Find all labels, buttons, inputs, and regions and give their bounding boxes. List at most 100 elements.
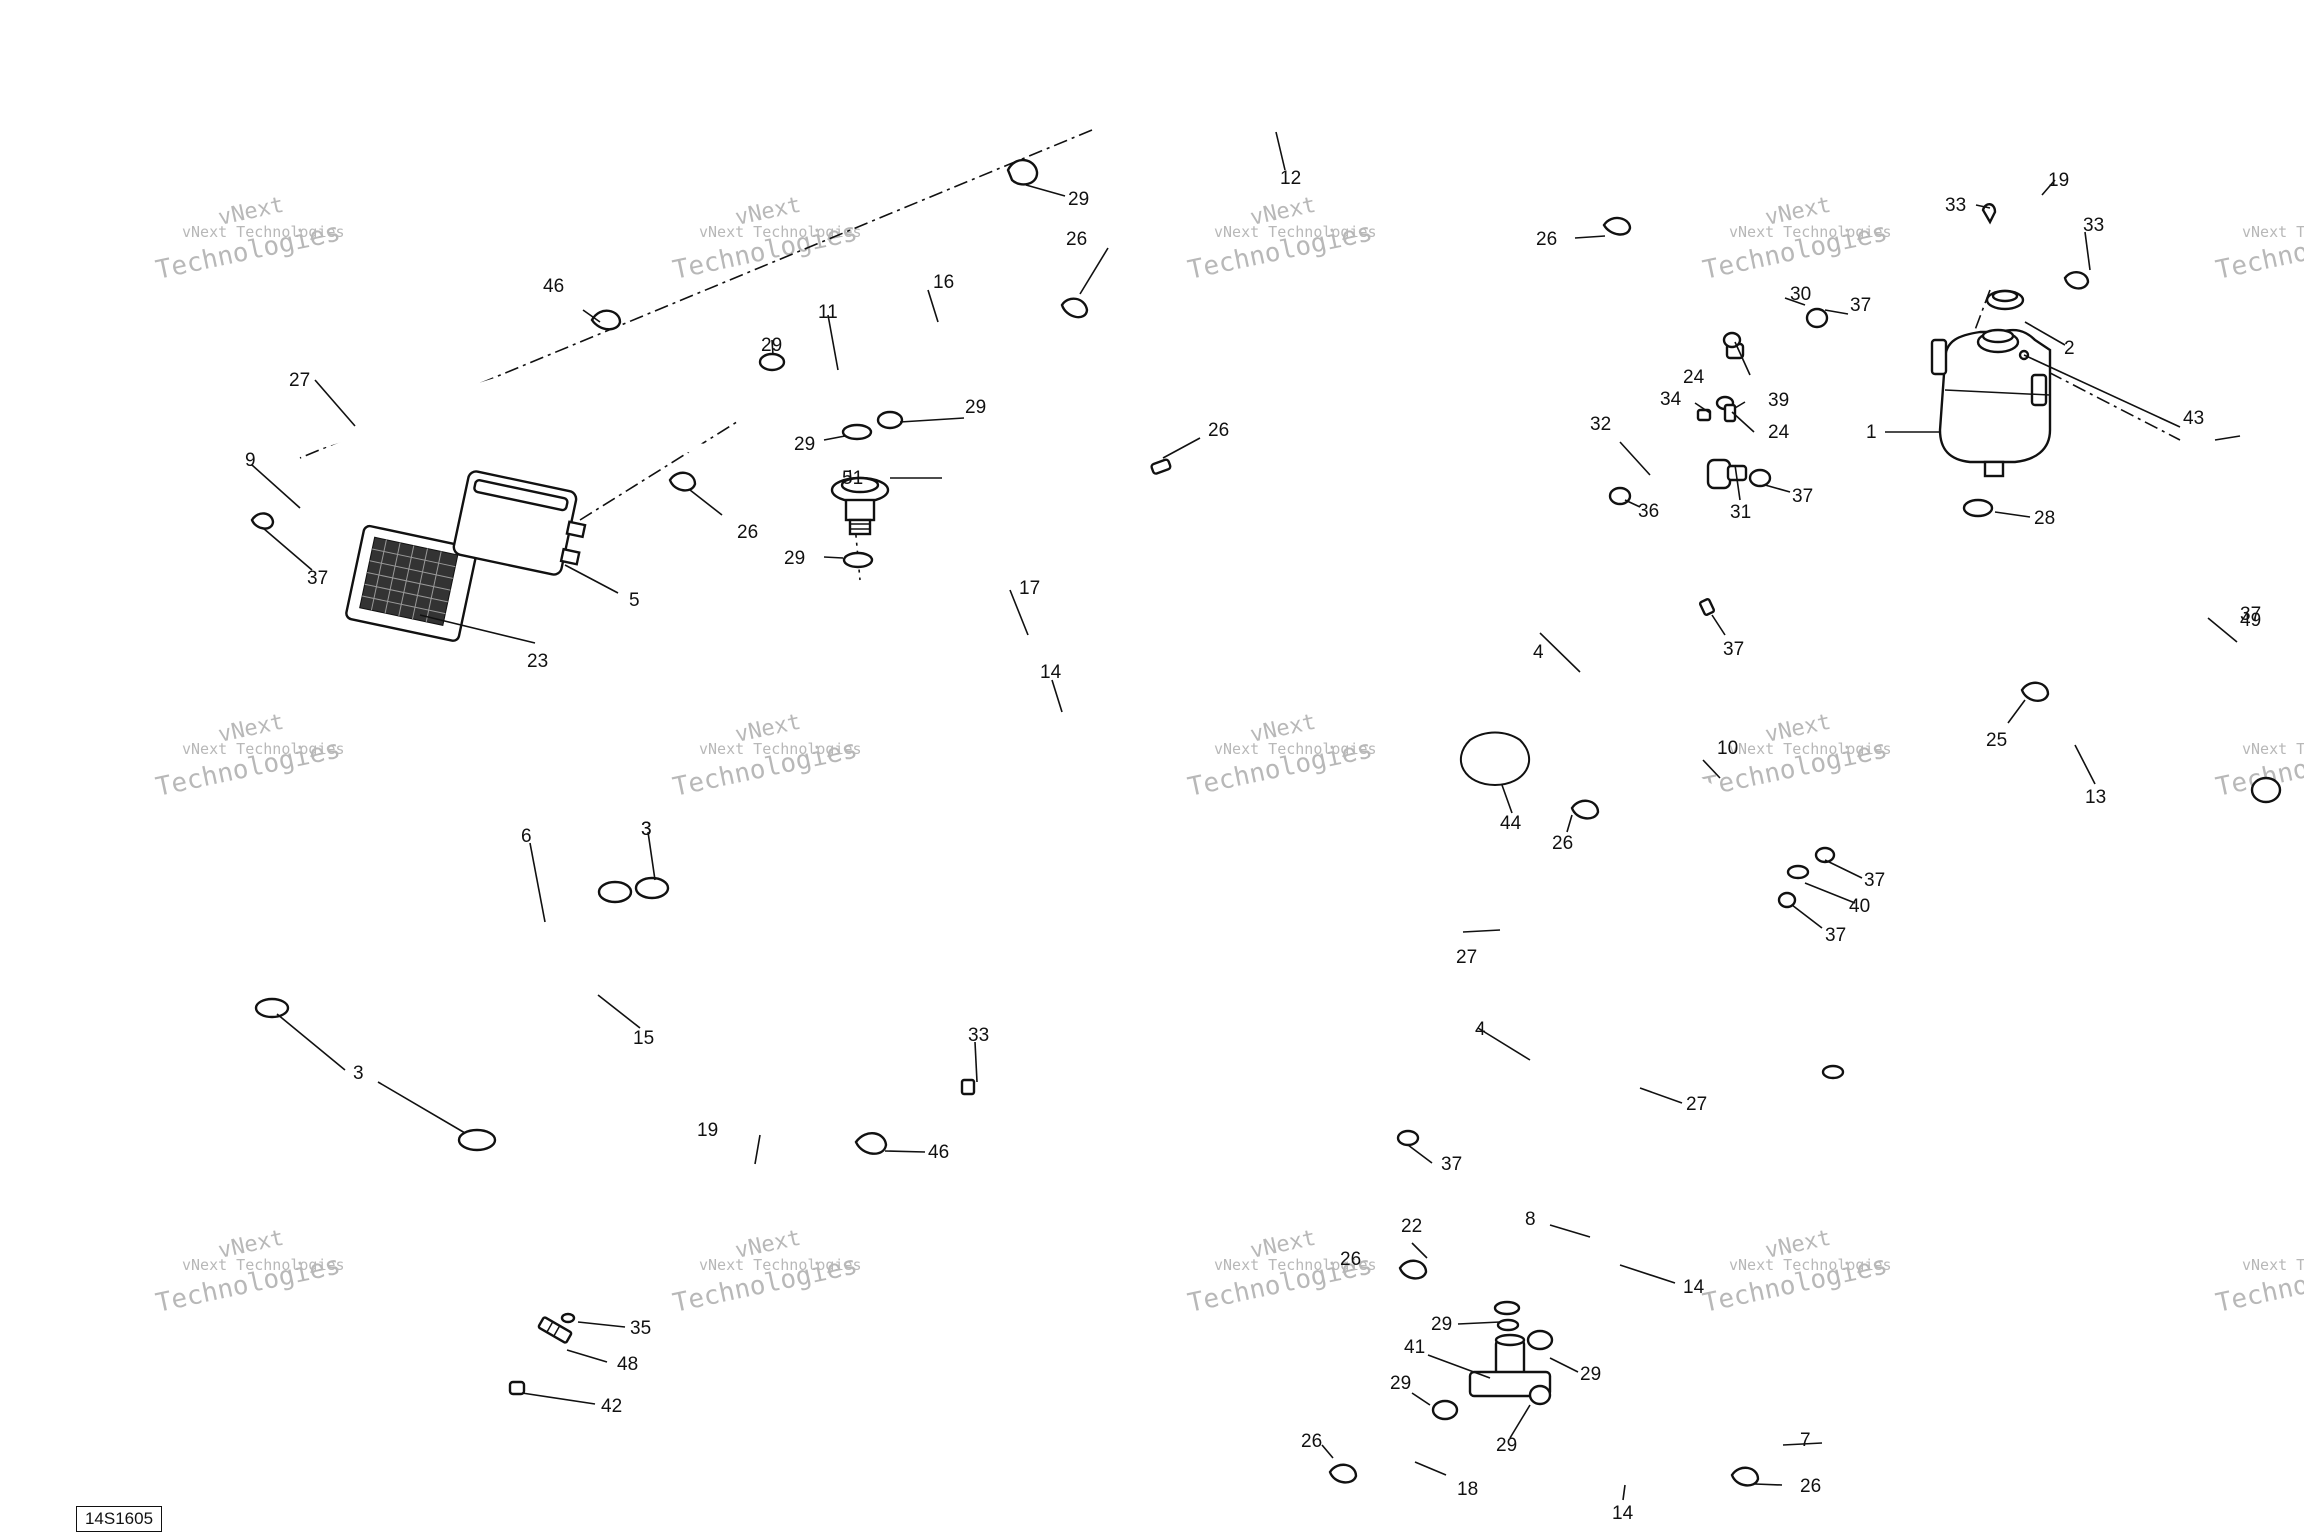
callout-label: 28 (2034, 508, 2055, 529)
callout-label: 16 (933, 272, 954, 293)
hose-14-bottom (1569, 1429, 1751, 1491)
parts (345, 289, 2052, 1398)
clamp-icon (1814, 846, 1836, 864)
watermark: vNext vNext Technologies Technologies (670, 1226, 861, 1319)
callout-label: 43 (2183, 408, 2204, 429)
callout-label: 29 (965, 397, 986, 418)
reservoir-1 (1930, 328, 2052, 478)
hose-11 (805, 355, 868, 440)
callout-labels: 1 2 3 3 3 4 4 5 6 7 8 9 10 11 12 13 14 1… (245, 168, 2261, 1524)
watermark: vNext vNext Technologies Technologies (153, 193, 344, 286)
callout-label: 1 (1866, 422, 1877, 443)
callout-label: 9 (245, 450, 256, 471)
callout-label: 29 (1068, 189, 1089, 210)
clamp-icon (1006, 158, 1039, 186)
watermark-text: vNext Technologies (1214, 1256, 1377, 1274)
clamp-icon (1696, 408, 1712, 422)
callout-label: 10 (1717, 738, 1738, 759)
clamp-icon (1821, 1064, 1845, 1080)
callout-label: 37 (1850, 295, 1871, 316)
watermark-text: vNext Technologies (699, 1256, 862, 1274)
hose-27-top (297, 341, 738, 453)
callout-label: 11 (818, 302, 838, 323)
watermark: vNext vNext Technologies Technologies (1185, 193, 1376, 286)
callout-label: 26 (1536, 229, 1557, 250)
hose-49 (2148, 468, 2287, 862)
hose-4-lower (1426, 896, 1769, 1124)
callout-label: 29 (794, 434, 815, 455)
callout-label: 30 (1790, 284, 1811, 305)
callout-label: 14 (1683, 1277, 1705, 1298)
callout-label: 40 (1849, 896, 1870, 917)
clamp-icon (854, 1132, 888, 1155)
callout-label: 37 (1825, 925, 1846, 946)
thermostat-51 (830, 476, 890, 536)
callout-label: 7 (1800, 1430, 1811, 1451)
hose-13 (1957, 507, 2098, 733)
clamp-icon (1496, 1318, 1520, 1332)
watermark: vNext vNext Technologies Technologies (1185, 710, 1376, 803)
hose-8 (1562, 1063, 1851, 1327)
callout-label: 14 (1612, 1503, 1634, 1524)
clamp-icon (1526, 1329, 1554, 1351)
callout-label: 23 (527, 651, 548, 672)
callout-label: 4 (1475, 1019, 1486, 1040)
callout-label: 37 (1792, 486, 1813, 507)
watermark: vNext vNext Technologies Technologies (1700, 1226, 1891, 1319)
callout-label: 46 (928, 1142, 949, 1163)
watermark-text: vNext Technologies (1729, 1256, 1892, 1274)
watermark-text: vNext Technologies (2242, 223, 2304, 241)
callout-label: 26 (1066, 229, 1087, 250)
callout-label: 5 (629, 590, 640, 611)
callout-label: 25 (1986, 730, 2007, 751)
callout-label: 44 (1500, 813, 1522, 834)
clamp-icon (590, 309, 622, 331)
hose-19-bottom (589, 1054, 926, 1291)
clamp-icon (1698, 598, 1716, 616)
clamp-icon (876, 410, 904, 430)
watermark-text: vNext Technologies (2242, 1256, 2304, 1274)
hose-32 (1555, 425, 1690, 495)
watermark-text: vNext Technologies (1214, 223, 1377, 241)
clamp-icon (2250, 776, 2282, 804)
hose-9 (289, 405, 736, 516)
callout-label: 14 (1040, 662, 1062, 683)
hose-19-top (1993, 163, 2109, 294)
fitting-31 (1706, 458, 1748, 490)
callout-label: 33 (2083, 215, 2104, 236)
watermark: vNext Technologies Technologies (2213, 1250, 2304, 1318)
watermark-text: vNext Technologies (182, 740, 345, 758)
callout-label: 39 (1768, 390, 1789, 411)
clamp-44 (1459, 731, 1531, 787)
figure-id: 14S1605 (76, 1506, 162, 1532)
watermark-text: vNext Technologies (182, 1256, 345, 1274)
callout-label: 41 (1404, 1337, 1425, 1358)
ring-35 (560, 1312, 576, 1324)
callout-label: 26 (737, 522, 758, 543)
watermark: vNext vNext Technologies Technologies (670, 193, 861, 286)
clamp-icon (597, 880, 633, 904)
callout-label: 3 (353, 1063, 364, 1084)
watermark: vNext vNext Technologies Technologies (1185, 1226, 1376, 1319)
callout-label: 36 (1638, 501, 1659, 522)
hose-18 (1359, 1429, 1431, 1481)
cap-42 (508, 1380, 526, 1396)
callout-label: 46 (543, 276, 564, 297)
watermark-text: vNext Technologies (2242, 740, 2304, 758)
clamp-icon (1528, 1384, 1552, 1406)
clamp-icon (254, 997, 290, 1019)
watermark-text: vNext Technologies (699, 223, 862, 241)
hoses (239, 94, 2287, 1491)
callout-label: 33 (968, 1025, 989, 1046)
clamp-icon (1748, 468, 1772, 488)
cap-2 (1985, 289, 2025, 311)
hose-10 (1608, 751, 1772, 842)
callout-label: 3 (641, 819, 652, 840)
callout-label: 29 (1390, 1373, 1411, 1394)
clamp-icon (1396, 1129, 1420, 1147)
clamp-icon (1962, 498, 1994, 518)
clamp-icon (1722, 331, 1742, 349)
watermark-text: vNext Technologies (1214, 740, 1377, 758)
hose-14-lower (1589, 1108, 1863, 1347)
